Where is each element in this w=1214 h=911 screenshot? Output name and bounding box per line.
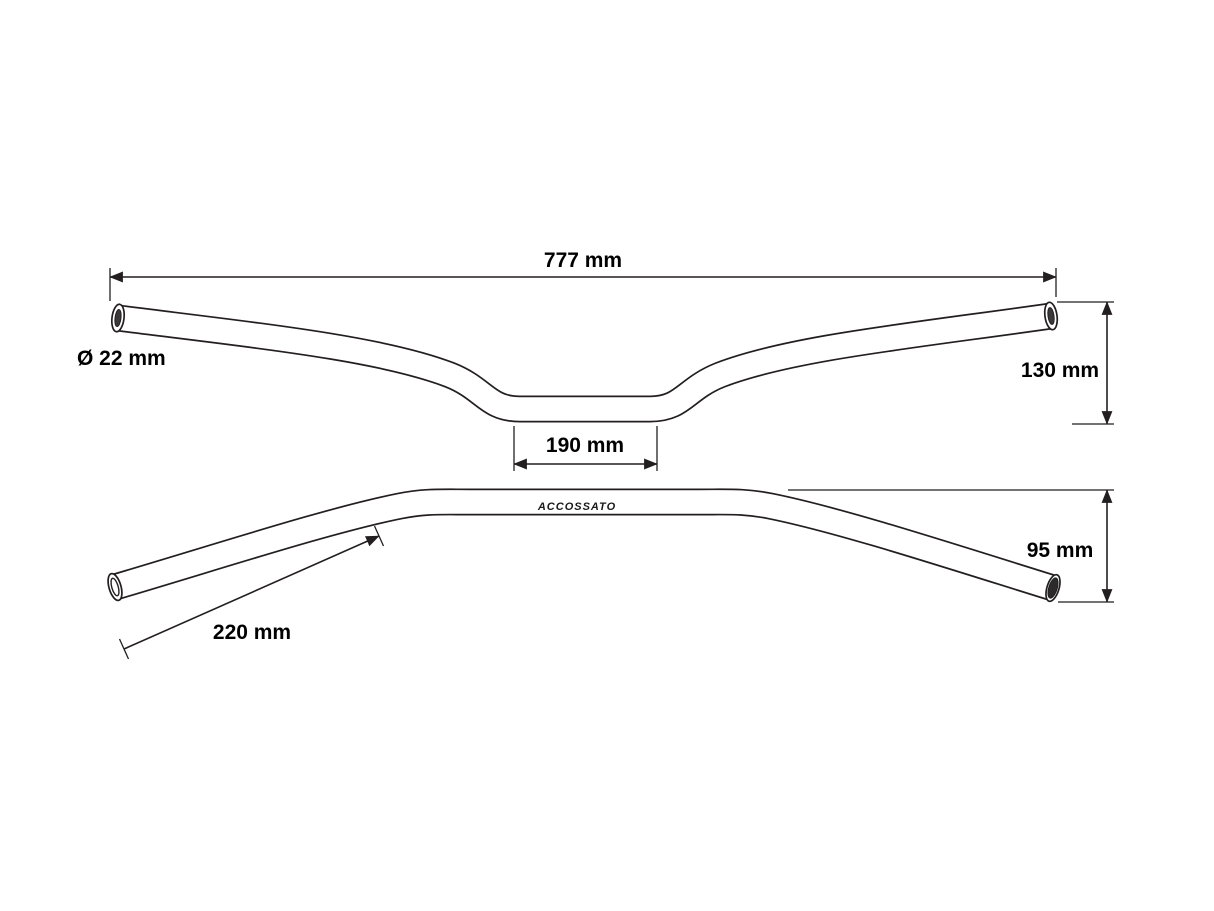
dim-overall-width: 777 mm xyxy=(109,249,1057,301)
dim-bar-diameter: Ø 22 mm xyxy=(77,347,166,370)
front-view-tube-fill xyxy=(116,304,1053,421)
brand-logo-text: ACCOSSATO xyxy=(537,501,616,513)
dim-rise: 130 mm xyxy=(1021,301,1114,425)
handlebar-top-view: ACCOSSATO xyxy=(107,488,1061,603)
top-view-tube-fill xyxy=(111,490,1057,600)
center-width-label: 190 mm xyxy=(546,434,624,457)
top-right-end-cap xyxy=(1045,573,1061,603)
dim-drop: 95 mm xyxy=(788,489,1114,603)
front-right-end-cap xyxy=(1043,301,1059,331)
front-left-end-cap xyxy=(110,303,126,333)
handlebar-front-view xyxy=(110,301,1059,423)
dim-center-width: 190 mm xyxy=(513,426,658,471)
top-left-end-cap xyxy=(107,572,123,602)
dim-grip-length: 220 mm xyxy=(118,525,385,660)
drop-label: 95 mm xyxy=(1027,539,1094,562)
grip-length-label: 220 mm xyxy=(213,621,291,644)
rise-label: 130 mm xyxy=(1021,359,1099,382)
bar-diameter-label: Ø 22 mm xyxy=(77,347,166,370)
overall-width-label: 777 mm xyxy=(544,249,622,272)
